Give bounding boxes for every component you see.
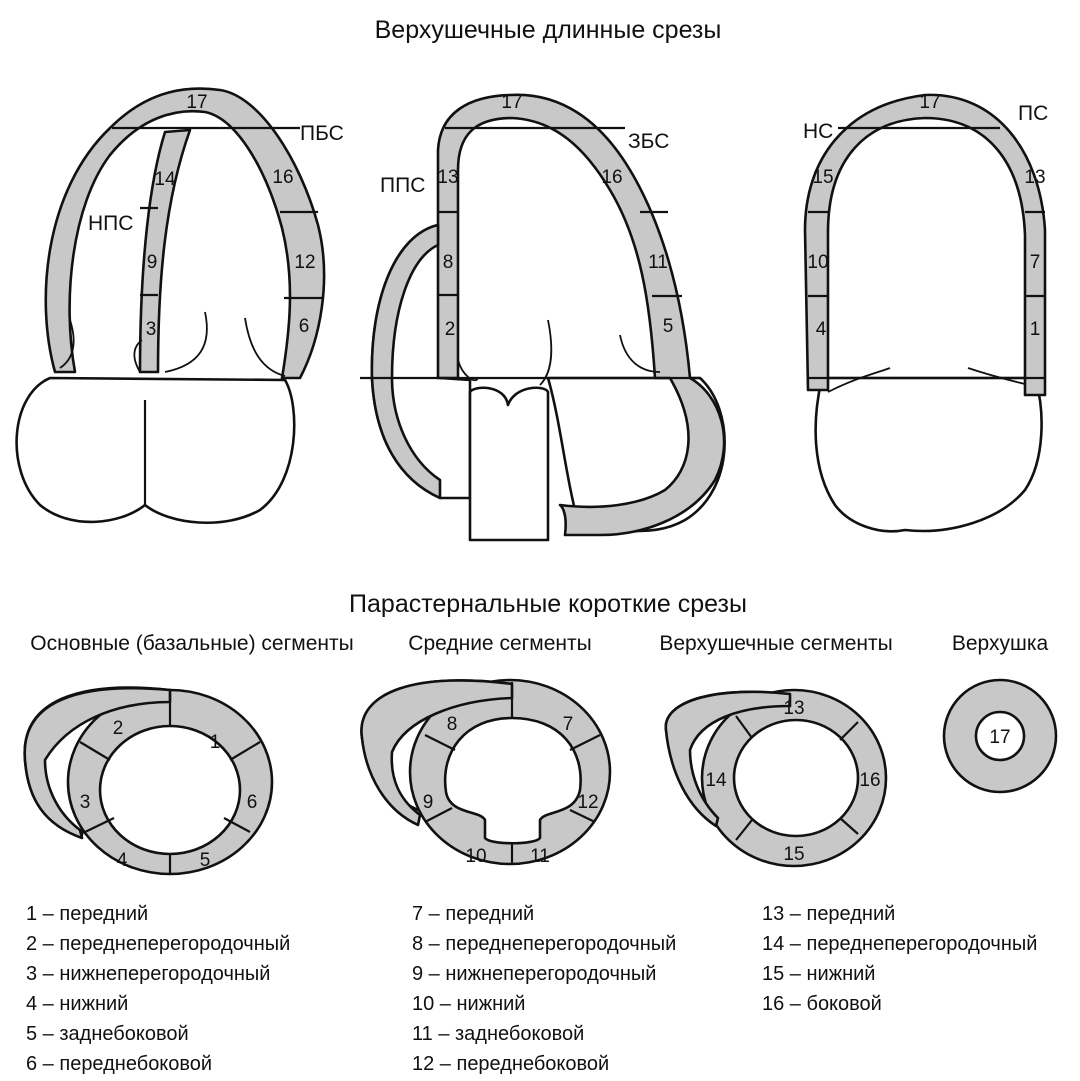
legend-item-13: 13 – передний (762, 903, 895, 925)
four-chamber-view (17, 89, 324, 523)
subtitle-mid: Средние сегменты (408, 632, 591, 655)
seg-6-a: 6 (299, 316, 310, 337)
legend-item-10: 10 – нижний (412, 993, 525, 1015)
seg-8-b: 8 (443, 252, 454, 273)
seg-7-c: 7 (1030, 252, 1041, 273)
legend-item-3: 3 – нижнеперегородочный (26, 963, 270, 985)
seg-17-b: 17 (501, 92, 522, 113)
seg-9-a: 9 (147, 252, 158, 273)
seg-11-b: 11 (648, 252, 668, 273)
legend-item-7: 7 – передний (412, 903, 534, 925)
label-nps: НПС (88, 212, 133, 235)
legend-item-5: 5 – заднебоковой (26, 1023, 189, 1045)
seg-5-s: 5 (200, 850, 211, 871)
seg-10-s: 10 (465, 846, 486, 867)
seg-14-s: 14 (705, 770, 727, 791)
seg-14-a: 14 (154, 169, 176, 190)
label-pbs: ПБС (300, 122, 344, 145)
aorta (470, 388, 548, 540)
legend-item-9: 9 – нижнеперегородочный (412, 963, 656, 985)
subtitle-basal: Основные (базальные) сегменты (30, 632, 353, 655)
atria-outline (17, 378, 295, 523)
seg-17-a: 17 (186, 92, 207, 113)
basal-short-axis (25, 688, 272, 874)
seg-13-b: 13 (437, 167, 458, 188)
apical-short-axis (666, 690, 886, 866)
right-view (805, 95, 1045, 531)
seg-11-s: 11 (530, 846, 550, 867)
seg-17-c: 17 (919, 92, 940, 113)
seg-2-s: 2 (113, 718, 124, 739)
legend-item-11: 11 – заднебоковой (412, 1023, 584, 1045)
mid-short-axis (361, 680, 610, 864)
seg-5-b: 5 (663, 316, 674, 337)
parasternal-title: Парастернальные короткие срезы (349, 590, 747, 618)
seg-15-c: 15 (812, 167, 833, 188)
legend-item-14: 14 – переднеперегородочный (762, 933, 1037, 955)
legend-item-16: 16 – боковой (762, 993, 882, 1015)
subtitle-apical-segments: Верхушечные сегменты (659, 632, 892, 655)
label-ps: ПС (1018, 102, 1048, 125)
seg-1-c: 1 (1030, 319, 1041, 340)
seg-12-s: 12 (577, 792, 598, 813)
seg-15-s: 15 (783, 844, 804, 865)
seg-4-c: 4 (816, 319, 827, 340)
seg-12-a: 12 (294, 252, 315, 273)
label-ns: НС (803, 120, 833, 143)
legend-item-6: 6 – переднебоковой (26, 1053, 212, 1075)
seg-6-s: 6 (247, 792, 258, 813)
apical-title: Верхушечные длинные срезы (375, 16, 722, 44)
legend-item-12: 12 – переднебоковой (412, 1053, 609, 1075)
subtitle-apex: Верхушка (952, 632, 1049, 655)
seg-13-s: 13 (783, 698, 804, 719)
label-pps: ППС (380, 174, 425, 197)
seg-4-s: 4 (117, 850, 128, 871)
seg-8-s: 8 (447, 714, 458, 735)
legend-item-8: 8 – переднеперегородочный (412, 933, 676, 955)
seg-2-b: 2 (445, 319, 456, 340)
legend-item-4: 4 – нижний (26, 993, 128, 1015)
seg-13-c: 13 (1024, 167, 1045, 188)
seg-10-c: 10 (807, 252, 828, 273)
legend: 1 – передний 2 – переднеперегородочный 3… (26, 903, 1037, 1075)
seg-17-apex: 17 (989, 727, 1010, 748)
atrium-outline (816, 378, 1042, 531)
legend-item-2: 2 – переднеперегородочный (26, 933, 290, 955)
seg-3-a: 3 (146, 319, 157, 340)
seg-1-s: 1 (210, 732, 221, 753)
seg-3-s: 3 (80, 792, 91, 813)
seg-16-a: 16 (272, 167, 293, 188)
outer-wall-3 (805, 95, 1045, 395)
label-zbs: ЗБС (628, 130, 669, 153)
seg-9-s: 9 (423, 792, 434, 813)
legend-item-15: 15 – нижний (762, 963, 875, 985)
seg-16-b: 16 (601, 167, 622, 188)
seg-16-s: 16 (859, 770, 880, 791)
seg-7-s: 7 (563, 714, 574, 735)
legend-item-1: 1 – передний (26, 903, 148, 925)
